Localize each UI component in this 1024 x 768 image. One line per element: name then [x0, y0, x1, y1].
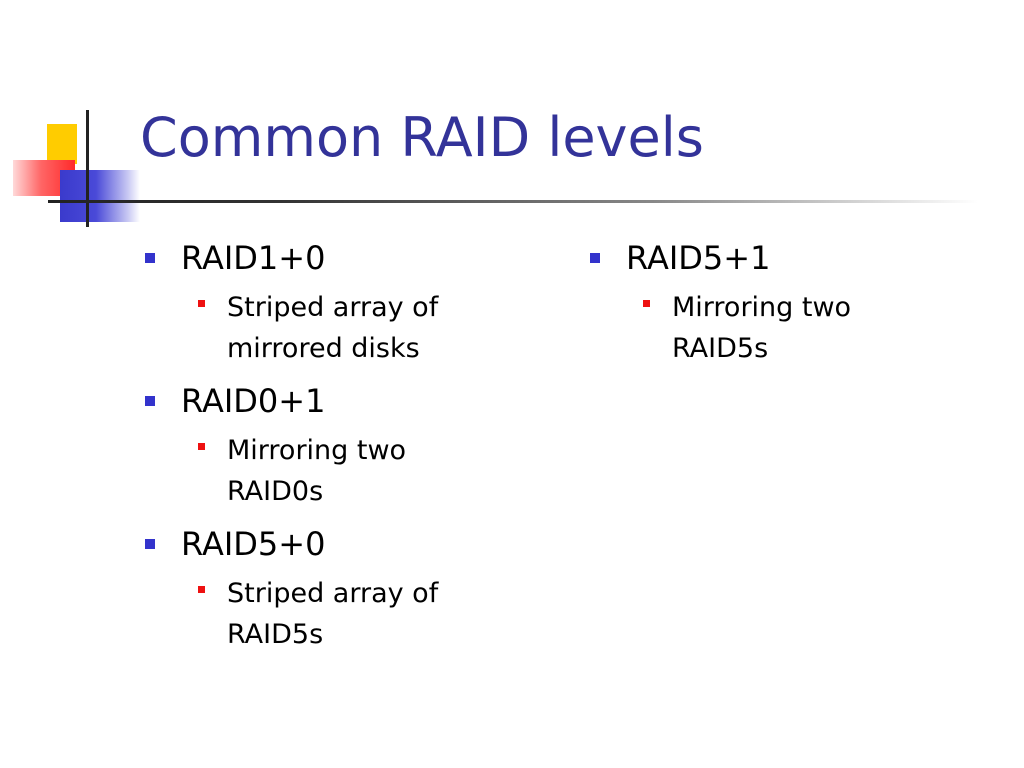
sub-bullet-item: Striped array of RAID5s [145, 574, 505, 655]
sub-bullet-text: Mirroring two RAID0s [227, 435, 407, 507]
bullet-item: RAID5+0 [145, 524, 505, 564]
square-bullet-icon [145, 253, 155, 263]
left-column: RAID1+0 Striped array of mirrored disks … [145, 238, 505, 667]
sub-bullet-text: Striped array of mirrored disks [227, 292, 439, 364]
vertical-line [86, 110, 89, 227]
yellow-square [47, 124, 77, 164]
square-bullet-icon [145, 396, 155, 406]
blue-square [60, 170, 140, 222]
sub-bullet-item: Striped array of mirrored disks [145, 288, 505, 369]
bullet-text: RAID5+1 [626, 239, 771, 277]
sub-bullet-text: Striped array of RAID5s [227, 578, 439, 650]
sub-bullet-text: Mirroring two RAID5s [672, 292, 852, 364]
title-underline [48, 200, 978, 203]
bullet-text: RAID0+1 [181, 382, 326, 420]
square-sub-bullet-icon [198, 586, 205, 593]
bullet-item: RAID0+1 [145, 381, 505, 421]
decorative-logo [0, 0, 150, 240]
square-sub-bullet-icon [643, 300, 650, 307]
bullet-item: RAID5+1 [590, 238, 920, 278]
sub-bullet-item: Mirroring two RAID0s [145, 431, 505, 512]
sub-bullet-item: Mirroring two RAID5s [590, 288, 920, 369]
bullet-text: RAID1+0 [181, 239, 326, 277]
slide-title: Common RAID levels [140, 106, 704, 169]
square-bullet-icon [145, 539, 155, 549]
square-bullet-icon [590, 253, 600, 263]
bullet-item: RAID1+0 [145, 238, 505, 278]
square-sub-bullet-icon [198, 443, 205, 450]
bullet-text: RAID5+0 [181, 525, 326, 563]
square-sub-bullet-icon [198, 300, 205, 307]
right-column: RAID5+1 Mirroring two RAID5s [590, 238, 920, 381]
